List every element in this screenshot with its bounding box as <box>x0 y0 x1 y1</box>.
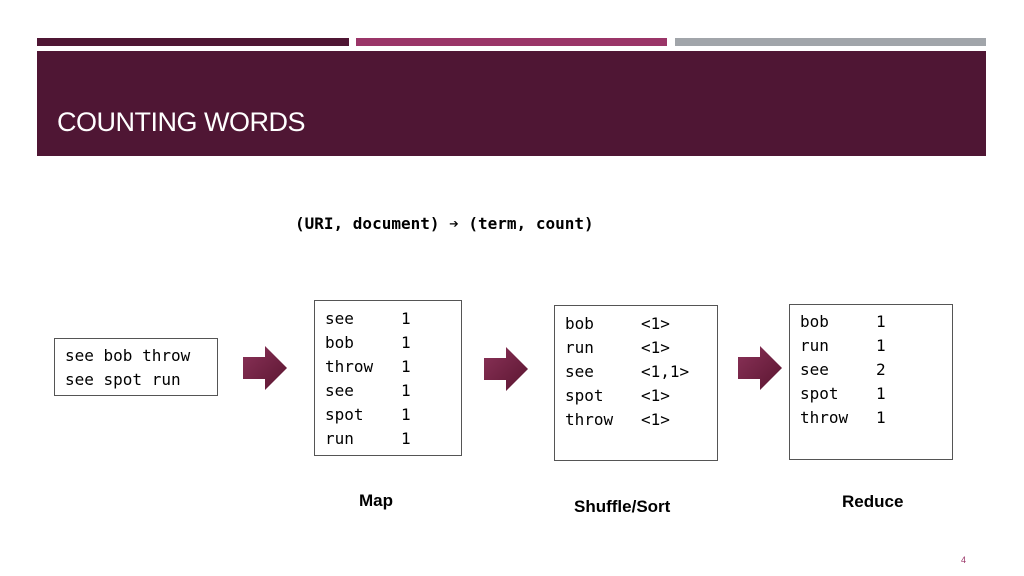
map-term: see <box>325 381 354 400</box>
map-count: 1 <box>401 357 411 376</box>
page-number: 4 <box>961 555 967 565</box>
input-line: see spot run <box>65 370 181 389</box>
shuffle-values: <1> <box>641 338 670 357</box>
reduce-row: bob 1 <box>800 310 952 334</box>
shuffle-term: run <box>565 338 594 357</box>
shuffle-row: throw <1> <box>565 408 717 432</box>
shuffle-values: <1,1> <box>641 362 690 381</box>
top-accent-bar-magenta <box>356 38 667 46</box>
top-accent-bar-dark <box>37 38 349 46</box>
right-arrow-icon <box>738 346 782 390</box>
reduce-term: throw <box>800 408 849 427</box>
reduce-row: throw 1 <box>800 406 952 430</box>
reduce-term: run <box>800 336 829 355</box>
map-count: 1 <box>401 333 411 352</box>
reduce-term: spot <box>800 384 839 403</box>
reduce-term: bob <box>800 312 829 331</box>
shuffle-row: run <1> <box>565 336 717 360</box>
map-row: see 1 <box>325 379 461 403</box>
shuffle-values: <1> <box>641 386 670 405</box>
map-row: throw 1 <box>325 355 461 379</box>
reduce-row: see 2 <box>800 358 952 382</box>
shuffle-sort-stage-label: Shuffle/Sort <box>574 497 671 516</box>
map-count: 1 <box>401 309 411 328</box>
map-count: 1 <box>401 405 411 424</box>
shuffle-values: <1> <box>641 314 670 333</box>
shuffle-sort-box: bob <1> run <1> see <1,1> spot <1> throw <1> <box>554 305 718 461</box>
shuffle-values: <1> <box>641 410 670 429</box>
reduce-count: 1 <box>876 384 886 403</box>
shuffle-term: throw <box>565 410 614 429</box>
reduce-count: 1 <box>876 336 886 355</box>
slide-title: COUNTING WORDS <box>57 107 305 137</box>
map-output-box: see 1 bob 1 throw 1 see 1 spot 1 run 1 <box>314 300 462 456</box>
input-document-box: see bob throw see spot run <box>54 338 218 396</box>
reduce-count: 1 <box>876 408 886 427</box>
map-term: see <box>325 309 354 328</box>
map-count: 1 <box>401 429 411 448</box>
reduce-term: see <box>800 360 829 379</box>
map-stage-label: Map <box>359 491 393 510</box>
mapreduce-formula: (URI, document) ➔ (term, count) <box>295 214 594 233</box>
reduce-output-box: bob 1 run 1 see 2 spot 1 throw 1 <box>789 304 953 460</box>
map-row: run 1 <box>325 427 461 451</box>
reduce-row: spot 1 <box>800 382 952 406</box>
map-term: throw <box>325 357 374 376</box>
top-accent-bar-gray <box>675 38 986 46</box>
map-count: 1 <box>401 381 411 400</box>
reduce-stage-label: Reduce <box>842 492 904 511</box>
title-banner: COUNTING WORDS <box>37 51 986 156</box>
map-term: bob <box>325 333 354 352</box>
reduce-count: 1 <box>876 312 886 331</box>
shuffle-row: bob <1> <box>565 312 717 336</box>
right-arrow-icon <box>484 347 528 391</box>
input-line: see bob throw <box>65 346 191 365</box>
shuffle-term: bob <box>565 314 594 333</box>
map-term: run <box>325 429 354 448</box>
reduce-row: run 1 <box>800 334 952 358</box>
map-row: bob 1 <box>325 331 461 355</box>
shuffle-row: see <1,1> <box>565 360 717 384</box>
shuffle-row: spot <1> <box>565 384 717 408</box>
map-row: see 1 <box>325 307 461 331</box>
shuffle-term: spot <box>565 386 604 405</box>
map-row: spot 1 <box>325 403 461 427</box>
reduce-count: 2 <box>876 360 886 379</box>
right-arrow-icon <box>243 346 287 390</box>
map-term: spot <box>325 405 364 424</box>
shuffle-term: see <box>565 362 594 381</box>
